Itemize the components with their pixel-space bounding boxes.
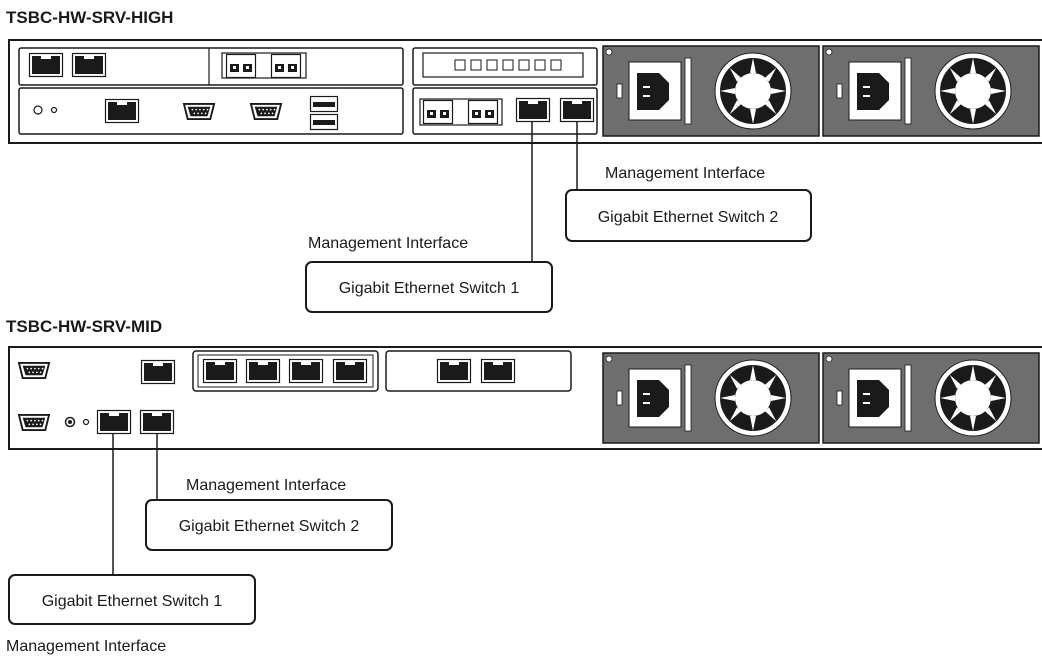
rj45-port-icon xyxy=(28,52,64,78)
serial-port-icon xyxy=(17,362,51,379)
high-server-title: TSBC-HW-SRV-HIGH xyxy=(6,8,173,27)
rj45-port-icon xyxy=(245,358,281,384)
high-sfp-ports-top xyxy=(221,52,307,79)
high-switch-2-label: Gigabit Ethernet Switch 2 xyxy=(598,209,779,226)
rj45-port-icon xyxy=(288,358,324,384)
power-supply-unit-2 xyxy=(822,45,1040,137)
mid-switch-1-box xyxy=(8,574,256,625)
power-supply-unit-1 xyxy=(602,45,820,137)
mid-mgmt-label-2: Management Interface xyxy=(186,477,346,494)
mid-server-title: TSBC-HW-SRV-MID xyxy=(6,317,162,336)
serial-port-icon xyxy=(249,103,283,120)
led-icon xyxy=(50,106,58,114)
rj45-port-icon xyxy=(139,409,175,435)
mid-switch-2-label: Gigabit Ethernet Switch 2 xyxy=(179,518,360,535)
power-supply-unit-2 xyxy=(822,352,1040,444)
power-supply-unit-1 xyxy=(602,352,820,444)
mid-front-panel xyxy=(17,350,572,435)
mid-mgmt-label-1: Management Interface xyxy=(6,638,166,655)
rj45-port-icon xyxy=(104,98,140,124)
sfp-port-icon xyxy=(467,99,499,125)
rj45-port-icon xyxy=(515,97,551,123)
high-switch-1-label: Gigabit Ethernet Switch 1 xyxy=(339,280,520,297)
serial-port-icon xyxy=(17,414,51,431)
sfp-port-icon xyxy=(422,99,454,125)
rj45-port-icon xyxy=(436,358,472,384)
serial-port-icon xyxy=(182,103,216,120)
led-icon xyxy=(33,105,43,115)
rj45-port-icon xyxy=(202,358,238,384)
rj45-port-icon xyxy=(96,409,132,435)
rj45-port-icon xyxy=(480,358,516,384)
rj45-port-icon xyxy=(71,52,107,78)
rj45-port-icon xyxy=(140,359,176,385)
high-led-strip xyxy=(422,52,584,78)
mid-switch-2-box xyxy=(145,499,393,551)
led-icon xyxy=(82,418,90,426)
rj45-port-icon xyxy=(559,97,595,123)
high-mgmt-label-2: Management Interface xyxy=(605,165,765,182)
high-lower-ports-right xyxy=(419,97,595,126)
high-front-panel-lower xyxy=(33,95,339,131)
mid-switch-1-label: Gigabit Ethernet Switch 1 xyxy=(42,593,223,610)
rj45-port-icon xyxy=(332,358,368,384)
high-switch-2-box xyxy=(565,189,812,242)
high-switch-1-box xyxy=(305,261,553,313)
high-mgmt-label-1: Management Interface xyxy=(308,235,468,252)
sfp-port-icon xyxy=(270,53,302,79)
sfp-port-icon xyxy=(225,53,257,79)
